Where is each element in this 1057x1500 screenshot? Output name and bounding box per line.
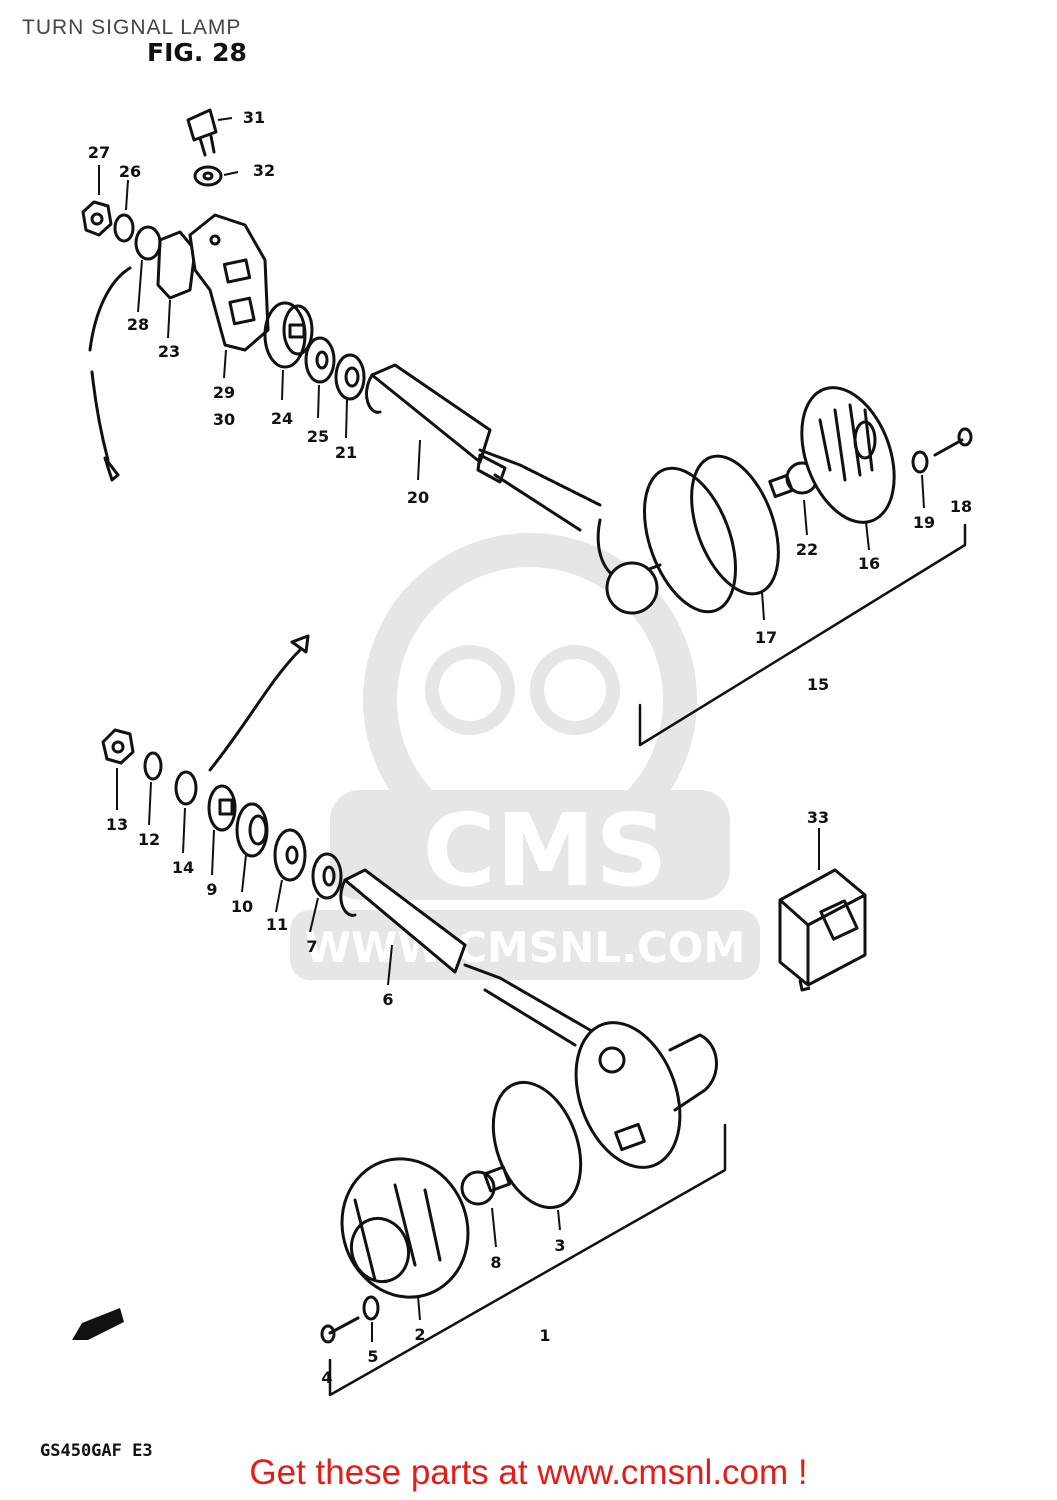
group-line-15 <box>638 523 967 747</box>
bulb-8 <box>460 1165 511 1206</box>
washer-26 <box>113 213 135 243</box>
callout-11: 11 <box>266 915 288 934</box>
watermark-url: WWW.CMSNL.COM <box>305 923 746 972</box>
nut-27 <box>81 200 113 237</box>
washer-25 <box>304 336 336 384</box>
callout-27: 27 <box>88 143 110 162</box>
terminal-14 <box>174 770 198 806</box>
housing-lower <box>574 1021 718 1169</box>
get-parts-link[interactable]: Get these parts at www.cmsnl.com ! <box>249 1453 808 1492</box>
screw-4 <box>320 1316 360 1344</box>
lower-assembly <box>101 634 727 1397</box>
callout-26: 26 <box>119 162 141 181</box>
grommet-24 <box>263 301 314 369</box>
callout-25: 25 <box>307 427 329 446</box>
clamp-23 <box>156 230 197 300</box>
screw-18 <box>933 427 973 457</box>
callout-3: 3 <box>554 1236 565 1255</box>
bolt-31 <box>186 108 218 157</box>
callout-30: 30 <box>213 410 235 429</box>
gasket-17 <box>690 454 780 596</box>
callout-23: 23 <box>158 342 180 361</box>
callout-22: 22 <box>796 540 818 559</box>
nut-21 <box>334 353 366 401</box>
stem-6 <box>339 868 592 1047</box>
group-line-1 <box>328 1123 727 1397</box>
relay-33 <box>778 868 867 992</box>
leader-lines <box>98 117 925 1342</box>
callout-15: 15 <box>807 675 829 694</box>
model-code: GS450GAF E3 <box>40 1441 153 1461</box>
lens-2 <box>340 1157 470 1299</box>
upper-assembly <box>81 108 973 747</box>
callout-24: 24 <box>271 409 293 428</box>
callout-12: 12 <box>138 830 160 849</box>
callout-2: 2 <box>414 1325 425 1344</box>
stem-20 <box>365 363 602 532</box>
callout-6: 6 <box>382 990 393 1009</box>
gasket-3 <box>491 1080 583 1210</box>
callout-31: 31 <box>243 108 265 127</box>
nut-9 <box>207 784 237 832</box>
callout-29: 29 <box>213 383 235 402</box>
washer-12 <box>143 751 163 781</box>
grommet-10 <box>235 802 269 858</box>
washer-11 <box>273 828 307 882</box>
fwd-arrow-icon <box>72 1308 124 1340</box>
callout-13: 13 <box>106 815 128 834</box>
lens-16 <box>800 386 896 524</box>
wire-upper <box>88 266 132 352</box>
nut-7 <box>311 852 343 900</box>
callout-28: 28 <box>127 315 149 334</box>
callout-21: 21 <box>335 443 357 462</box>
nut-13 <box>101 728 135 765</box>
callout-10: 10 <box>231 897 253 916</box>
watermark: CMS WWW.CMSNL.COM <box>290 533 760 980</box>
callout-4: 4 <box>321 1368 332 1387</box>
washer-19 <box>911 450 929 474</box>
page-title: TURN SIGNAL LAMP <box>22 16 242 39</box>
callout-17: 17 <box>755 628 777 647</box>
callout-20: 20 <box>407 488 429 507</box>
figure-label: FIG. 28 <box>147 38 247 67</box>
watermark-brand: CMS <box>423 792 668 909</box>
housing-15 <box>596 466 738 615</box>
terminal-28 <box>134 225 162 261</box>
callout-1: 1 <box>539 1326 550 1345</box>
callout-14: 14 <box>172 858 194 877</box>
callout-8: 8 <box>490 1253 501 1272</box>
callout-19: 19 <box>913 513 935 532</box>
washer-32 <box>193 165 223 187</box>
callout-5: 5 <box>367 1347 378 1366</box>
wire-lower <box>208 648 302 772</box>
callout-18: 18 <box>950 497 972 516</box>
callout-32: 32 <box>253 161 275 180</box>
callout-16: 16 <box>858 554 880 573</box>
callouts: 31 32 27 26 28 23 29 30 24 25 21 20 22 1… <box>88 108 972 1387</box>
callout-9: 9 <box>206 880 217 899</box>
washer-5 <box>362 1295 380 1321</box>
callout-7: 7 <box>306 937 317 956</box>
callout-33: 33 <box>807 808 829 827</box>
